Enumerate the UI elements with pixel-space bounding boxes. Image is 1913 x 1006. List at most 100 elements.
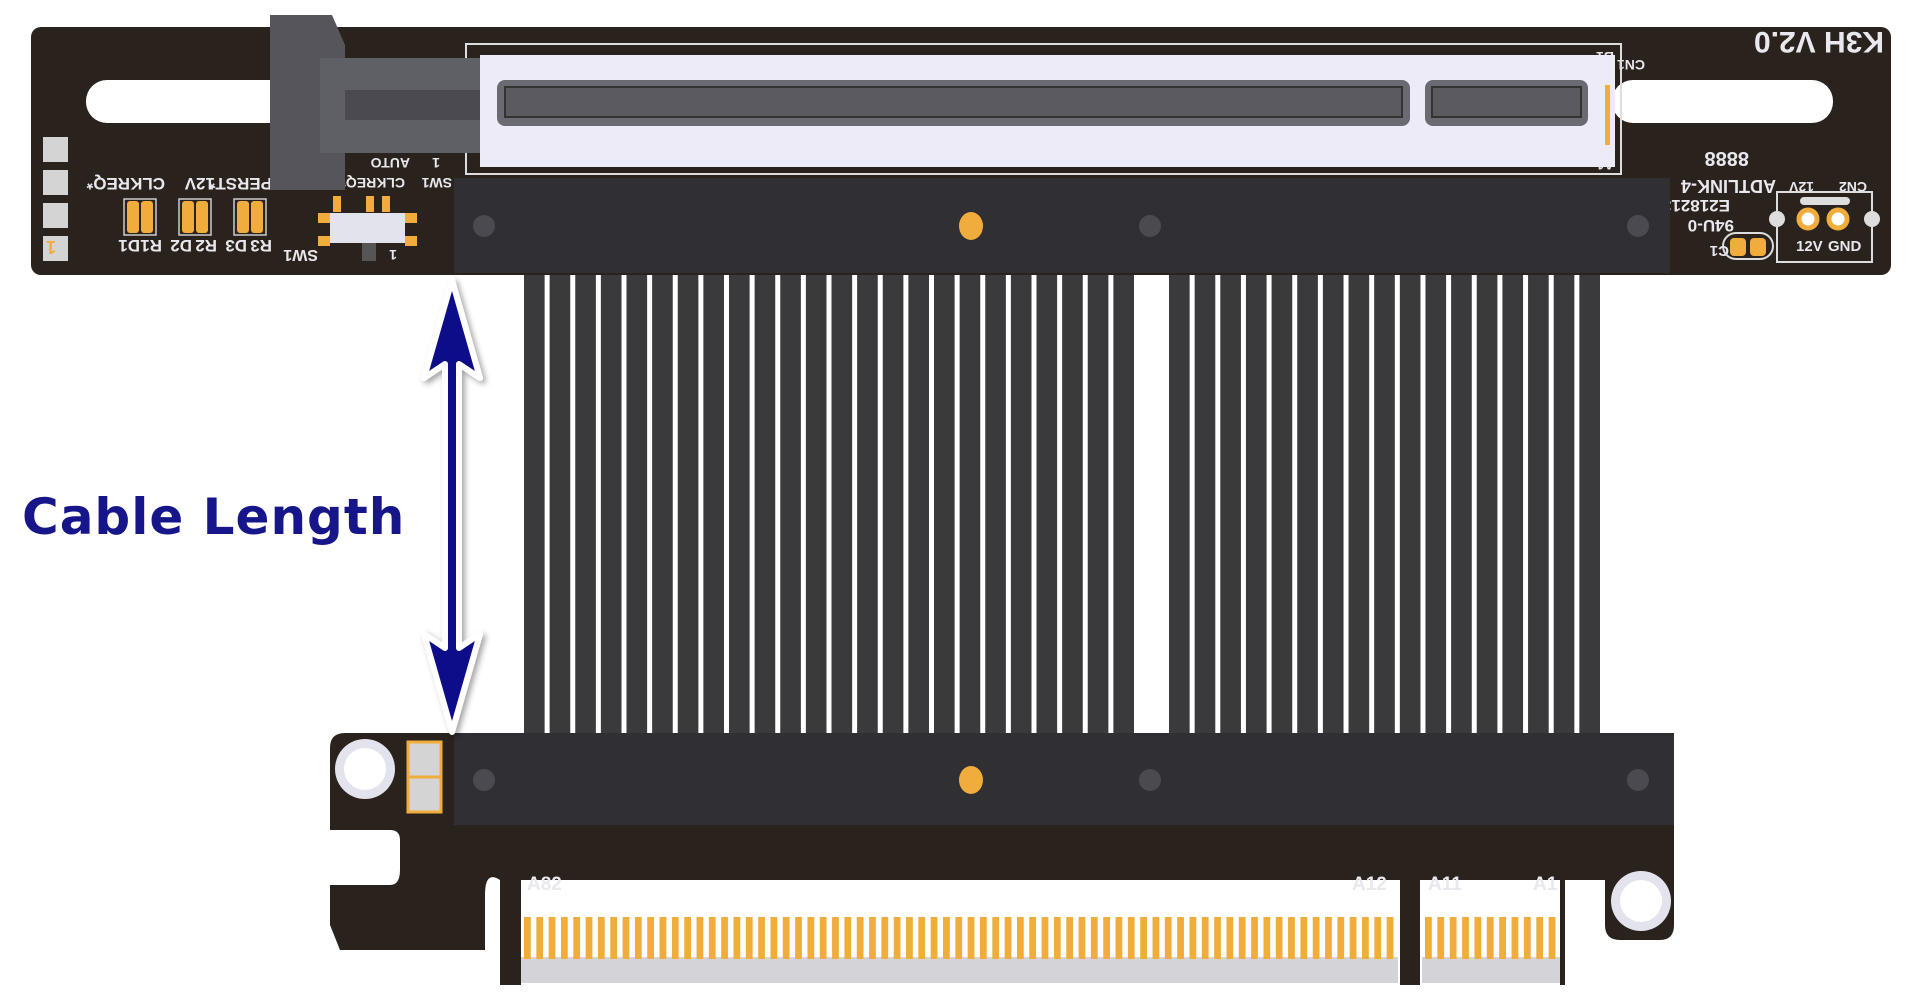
cable-strip — [1322, 272, 1344, 734]
gold-finger — [906, 917, 913, 959]
label-cn1: CN1 — [1617, 57, 1645, 73]
gold-finger — [1201, 917, 1209, 959]
label-d3: D3 — [225, 236, 247, 255]
pin-label-a11: A11 — [1428, 874, 1462, 895]
cable-strip — [1528, 272, 1549, 734]
label-cn2-gnd: GND — [1828, 238, 1862, 255]
cable-strip — [1194, 272, 1216, 734]
cable-strip — [1010, 272, 1032, 734]
dip-switch[interactable] — [318, 196, 417, 261]
cable-strip — [959, 272, 981, 734]
pin-label-a1: A1 — [1533, 874, 1558, 895]
led-components — [123, 198, 267, 236]
cable-strip — [1087, 272, 1109, 734]
date-code: 8888 — [1705, 147, 1750, 169]
cable-strip — [1476, 272, 1498, 734]
gold-finger — [869, 917, 876, 959]
cable-strip — [934, 272, 955, 734]
gold-finger — [992, 917, 1000, 959]
cable-strip — [831, 272, 853, 734]
gold-finger — [955, 917, 963, 959]
gold-finger — [819, 917, 827, 959]
gold-finger — [1511, 917, 1519, 959]
gold-finger — [1300, 917, 1308, 959]
gold-finger — [1090, 917, 1098, 959]
gold-finger — [573, 917, 581, 959]
gold-finger — [1263, 917, 1271, 959]
cable-strip — [652, 272, 673, 734]
gold-finger — [1312, 917, 1320, 959]
sw-table-col2: CLKREQ* — [340, 175, 405, 191]
gold-finger — [1053, 917, 1061, 959]
gold-finger — [1238, 917, 1246, 959]
cable-strip — [1220, 272, 1241, 734]
gold-finger — [1189, 917, 1197, 959]
cable-strip — [805, 272, 827, 734]
cable-strip — [1113, 272, 1134, 734]
gold-finger — [610, 917, 618, 959]
gold-finger — [1437, 917, 1445, 959]
board-model: K3H V2.0 — [1754, 25, 1884, 58]
gold-finger — [1536, 917, 1544, 959]
gold-finger — [795, 917, 802, 959]
label-12v: 12V — [184, 174, 215, 193]
cable-strip — [1062, 272, 1083, 734]
cable-strip — [1245, 272, 1267, 734]
gold-finger — [1523, 917, 1531, 959]
gold-finger — [758, 917, 765, 959]
ribbon-cable — [524, 272, 1600, 734]
power-connector-cn2[interactable]: 12V GND — [1769, 191, 1880, 263]
pin-label-a12: A12 — [1352, 874, 1387, 895]
slot-latch[interactable] — [270, 15, 480, 190]
cable-strip — [677, 272, 699, 734]
cable-strip — [549, 272, 571, 734]
pcie-x16-slot[interactable] — [465, 43, 1622, 175]
cable-strip — [1297, 272, 1318, 734]
cable-strip — [857, 272, 878, 734]
gold-finger — [708, 917, 716, 959]
cable-strip — [600, 272, 622, 734]
gold-finger — [1449, 917, 1457, 959]
gold-finger — [856, 917, 864, 959]
flammability-rating: 94U-0 — [1688, 216, 1734, 235]
gold-finger — [893, 917, 901, 959]
label-sw1: SW1 — [283, 246, 318, 263]
vendor-mark: ADTLINK-4 — [1681, 176, 1776, 196]
label-perst: PERST* — [208, 174, 272, 193]
gold-finger — [1362, 917, 1369, 959]
gold-finger — [979, 917, 987, 959]
gold-finger — [1115, 917, 1123, 959]
sw-table-col1: SW1 — [421, 175, 452, 191]
cable-strip — [780, 272, 801, 734]
gold-finger — [1140, 917, 1147, 959]
cable-strip — [1374, 272, 1395, 734]
cable-length-arrow-icon — [421, 277, 483, 735]
gold-finger — [659, 917, 667, 959]
cable-strip — [1271, 272, 1293, 734]
gold-finger — [1078, 917, 1086, 959]
cable-strip — [729, 272, 750, 734]
label-r1: R1 — [140, 236, 162, 255]
gold-finger — [1127, 917, 1135, 959]
gold-finger — [1226, 917, 1234, 959]
gold-finger — [1016, 917, 1024, 959]
cable-strip — [1451, 272, 1472, 734]
gold-finger — [536, 917, 544, 959]
gold-finger — [1337, 917, 1345, 959]
cable-strip — [985, 272, 1006, 734]
gold-finger — [733, 917, 741, 959]
cable-strip — [1425, 272, 1447, 734]
label-sw-1: 1 — [389, 247, 397, 263]
gold-finger — [647, 917, 655, 959]
cable-strip — [1348, 272, 1370, 734]
gold-finger — [1548, 917, 1556, 959]
label-r3: R3 — [250, 236, 272, 255]
gold-finger — [832, 917, 839, 959]
gold-finger — [1425, 917, 1432, 959]
gold-finger — [1499, 917, 1506, 959]
gold-finger — [1486, 917, 1494, 959]
capacitor-c1 — [1722, 232, 1774, 260]
gold-finger — [1462, 917, 1469, 959]
gold-finger — [560, 917, 568, 959]
